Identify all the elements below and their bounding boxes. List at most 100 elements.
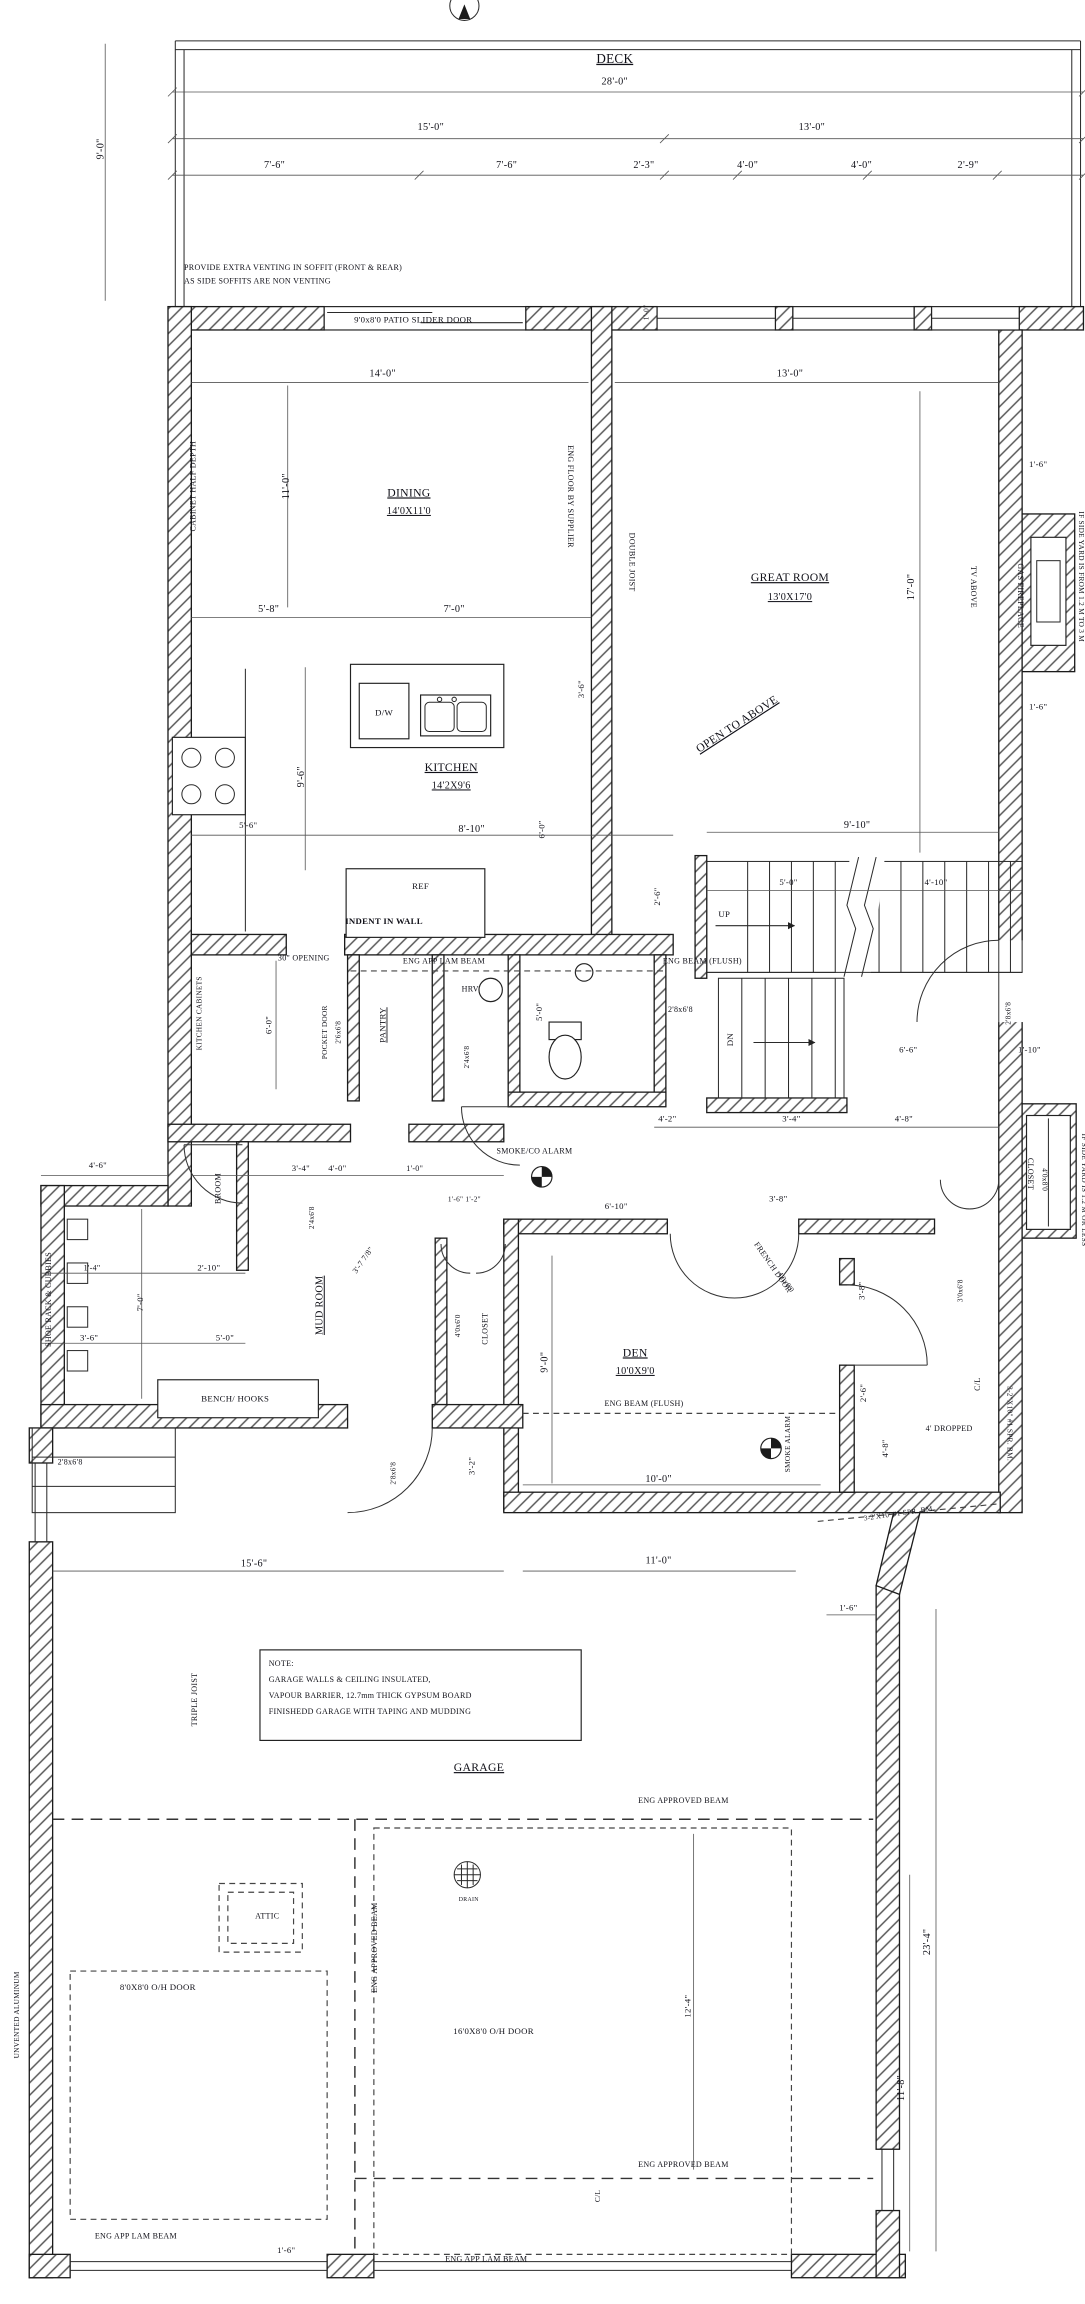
label-dim-4-6-left: 4'-6" [89, 1160, 107, 1170]
label-dim-3-8-hall: 3'-8" [769, 1194, 787, 1204]
label-dim-1-6-bottom: 1'-6" [277, 2245, 295, 2255]
label-note-double-joist: DOUBLE JOIST [627, 533, 636, 592]
label-dim-4-10: 4'-10" [925, 877, 948, 887]
label-dim-7-6-a: 7'-6" [264, 160, 285, 171]
label-label-closet-mud: CLOSET [481, 1313, 490, 1345]
refrigerator [345, 868, 486, 938]
label-dim-17-0: 17'-0" [906, 574, 917, 601]
label-room-great-size: 13'0X17'0 [768, 592, 812, 603]
label-label-bench: BENCH/ HOOKS [201, 1394, 269, 1404]
label-dim-3-4-hall: 3'-4" [782, 1113, 800, 1123]
label-room-kitchen-size: 14'2X9'6 [432, 780, 471, 791]
label-label-dw: D/W [375, 707, 393, 717]
label-label-door-2-4-b: 2'4x6'8 [307, 1206, 316, 1229]
label-dim-1-4: 1'-4" [84, 1263, 101, 1272]
smoke-co-alarm-symbol [530, 1166, 553, 1188]
stairs-up [706, 856, 1023, 977]
floor-drain [453, 1861, 481, 1889]
label-dim-11-0-dining: 11'-0" [281, 473, 292, 499]
label-note-eng-beam-flush-1: ENG BEAM (FLUSH) [663, 957, 742, 966]
label-dim-6-10: 6'-10" [605, 1201, 628, 1211]
label-dim-14-0: 14'-0" [369, 369, 396, 380]
label-note-eng-approved-vert: ENG APPROVED BEAM [370, 1902, 379, 1992]
label-dim-3-2: 3'-2" [467, 1457, 477, 1475]
label-label-hrv: HRV [462, 984, 479, 993]
label-dim-1-6-fire-bot: 1'-6" [1029, 702, 1047, 712]
label-note-tv-above: TV ABOVE [969, 566, 978, 608]
stairs-down [717, 977, 845, 1099]
label-note-eng-approved-2: ENG APPROVED BEAM [638, 2160, 728, 2169]
label-dim-4-0-a: 4'-0" [737, 160, 758, 171]
label-label-shoe-rack: SHOE RACK & CUBBIES [44, 1252, 53, 1347]
mud-garage-door-swing [347, 1427, 433, 1514]
label-label-ref: REF [412, 881, 429, 891]
label-note-eng-floor: ENG FLOOR BY SUPPLIER [566, 445, 575, 548]
powder-door-swing [460, 1106, 520, 1166]
french-door-swing [669, 1233, 735, 1299]
label-note-spr-bm-right: 3-2"X10" #1 SPR. BM. [1006, 1386, 1015, 1461]
label-dim-4-0-mud: 4'-0" [328, 1163, 346, 1173]
label-note-garage-4: FINISHEDD GARAGE WITH TAPING AND MUDDING [269, 1707, 471, 1716]
label-dim-4-2: 4'-2" [658, 1113, 676, 1123]
stoop-steps [31, 1427, 176, 1514]
label-dim-1-10: 1'-10" [1018, 1045, 1041, 1055]
oh-door-8-zone [69, 1970, 328, 2220]
label-note-indent: INDENT IN WALL [345, 916, 423, 926]
label-note-soffit-1: PROVIDE EXTRA VENTING IN SOFFIT (FRONT &… [184, 263, 402, 272]
label-label-door-2-8-mudhall: 2'8x6'8 [389, 1462, 398, 1485]
toilet [548, 1034, 582, 1080]
label-label-patio-door: 9'0x8'0 PATIO SLIDER DOOR [354, 315, 472, 325]
dimension-lines-layer [40, 43, 1085, 2252]
label-dim-9-0-den: 9'-0" [540, 1352, 551, 1373]
label-dim-23-4: 23'-4" [922, 1929, 933, 1956]
door-swings-layer [183, 939, 1000, 1514]
stair-break [835, 857, 885, 977]
label-dim-5-6: 5'-6" [239, 820, 257, 830]
label-dim-6-0-kitchen: 6'-0" [537, 820, 547, 838]
label-note-kitchen-cabinets: KITCHEN CABINETS [195, 976, 204, 1050]
label-dim-1-0-top: 1'-0" [641, 305, 650, 320]
label-room-kitchen: KITCHEN [425, 761, 479, 774]
label-note-gas-fireplace: GAS FIREPLACE [1016, 563, 1025, 628]
label-dim-28-0: 28'-0" [602, 77, 629, 88]
label-dim-3-8-den-a: 3'-8" [856, 1281, 866, 1299]
label-dim-2-9: 2'-9" [958, 160, 979, 171]
label-label-pocket-door: POCKET DOOR [320, 1005, 329, 1059]
label-dim-11-0-garage: 11'-0" [646, 1556, 672, 1567]
right-closet-swing [939, 1179, 970, 1210]
label-note-left-edge: UNVENTED ALUMINUM [12, 1971, 21, 2058]
label-room-garage: GARAGE [454, 1761, 504, 1774]
beams-layer [52, 970, 999, 2255]
label-dim-10-0: 10'-0" [645, 1474, 672, 1485]
label-dim-2-10: 2'-10" [197, 1262, 220, 1272]
powder-room-fixtures [548, 963, 594, 1080]
label-note-30-opening: 30" OPENING [278, 954, 330, 963]
dishwasher [358, 682, 410, 740]
label-note-open-above: OPEN TO ABOVE [694, 693, 781, 756]
label-dim-8-10: 8'-10" [458, 824, 485, 835]
label-room-dining: DINING [387, 486, 431, 499]
label-dim-15-0: 15'-0" [418, 122, 445, 133]
label-label-pocket-size: 2'6x6'8 [333, 1021, 342, 1044]
landing-door-swing [916, 939, 999, 1023]
label-note-smoke-alarm: SMOKE ALARM [783, 1416, 792, 1473]
label-dim-5-0-bath: 5'-0" [534, 1003, 544, 1021]
mud-closet-swing [440, 1243, 471, 1274]
label-dim-9-6: 9'-6" [296, 766, 307, 787]
label-label-closet-right-size: 4'0x8'0 [1041, 1168, 1050, 1191]
labels-layer: DECK28'-0"15'-0"13'-0"7'-6"7'-6"2'-3"4'-… [12, 51, 1085, 2264]
label-dim-11-8: 11'-8" [896, 2075, 907, 2101]
label-label-door-2-8-right: 2'8x6'8 [1003, 1002, 1012, 1025]
cooktop [171, 736, 246, 816]
label-room-great: GREAT ROOM [751, 571, 830, 584]
label-deck: DECK [596, 51, 633, 66]
label-dim-5-0-stair: 5'-0" [779, 877, 797, 887]
label-dim-4-8-hall: 4'-8" [895, 1113, 913, 1123]
label-label-closet-mud-size: 4'0x6'0 [453, 1314, 462, 1337]
label-dim-3-6-island: 3'-6" [576, 680, 586, 698]
den-door-swing [846, 1284, 928, 1366]
label-dim-7-6-b: 7'-6" [496, 160, 517, 171]
label-room-dining-size: 14'0X11'0 [387, 506, 431, 517]
